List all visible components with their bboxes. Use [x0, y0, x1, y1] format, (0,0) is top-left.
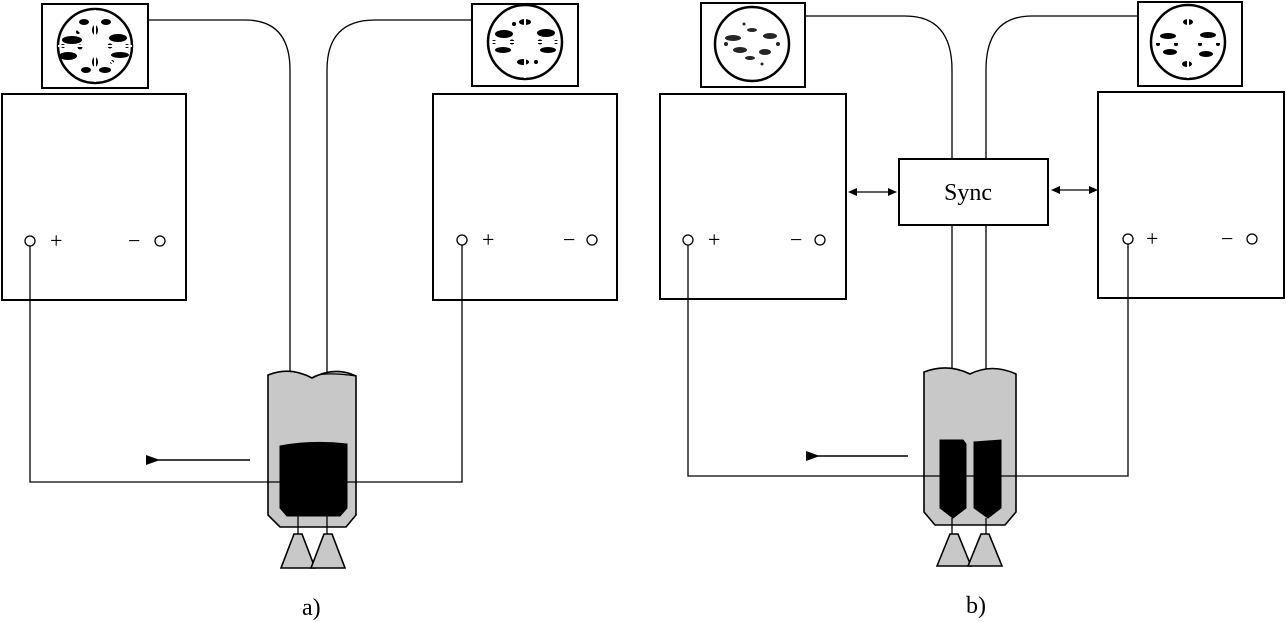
minus-label: − [128, 228, 140, 253]
monitor-left [41, 3, 149, 89]
negative-terminal-icon [814, 234, 826, 246]
power-source-body [659, 93, 847, 300]
plus-label: + [50, 228, 62, 253]
nozzle-left-icon [935, 533, 973, 567]
plus-label: + [482, 227, 494, 252]
power-source-body [432, 93, 618, 301]
nozzle-left-icon [279, 533, 317, 569]
monitor-right [471, 3, 579, 87]
minus-label: − [790, 227, 802, 252]
nozzle-right-icon [966, 533, 1004, 567]
current-circuit [687, 244, 1129, 477]
positive-terminal-icon [24, 235, 36, 247]
sync-unit: Sync [848, 158, 1098, 226]
panel-b: + − [659, 1, 1285, 619]
positive-terminal-icon [682, 234, 694, 246]
negative-terminal-icon [586, 234, 598, 246]
panel-a: + − [1, 3, 618, 621]
weld-pool [279, 441, 348, 517]
monitor-cable-right [985, 15, 1138, 515]
power-source-body [1, 93, 187, 301]
negative-terminal-icon [1246, 233, 1258, 245]
speckle-pattern-icon [724, 22, 780, 66]
weld-pool-right [973, 439, 1002, 519]
positive-terminal-icon [456, 234, 468, 246]
plus-label: + [708, 227, 720, 252]
welding-torch [267, 370, 357, 569]
double-arrow-icon [1051, 186, 1098, 194]
speckle-pattern-icon [1154, 8, 1222, 78]
positive-terminal-icon [1122, 233, 1134, 245]
double-arrow-icon [848, 188, 897, 196]
monitor-cable-right [326, 19, 472, 470]
power-source-right: + − [432, 93, 618, 301]
torch-body [923, 367, 1017, 526]
weld-pool-left [939, 439, 967, 519]
speckle-pattern-icon [58, 10, 132, 82]
monitor-right [1137, 1, 1243, 87]
power-source-left: + − [659, 93, 847, 300]
power-source-left: + − [1, 93, 187, 301]
sync-box [898, 158, 1049, 226]
monitor-cable-left [148, 19, 291, 470]
negative-terminal-icon [154, 235, 166, 247]
monitor-speckle-icon [713, 5, 791, 83]
power-source-right: + − [1097, 91, 1285, 299]
monitor-cable-left [805, 15, 953, 515]
minus-label: − [563, 227, 575, 252]
minus-label: − [1221, 226, 1233, 251]
panel-label-a: a) [302, 595, 321, 621]
monitor-left [700, 2, 806, 88]
plus-label: + [1146, 226, 1158, 251]
power-source-body [1097, 91, 1285, 299]
nozzle-right-icon [309, 533, 347, 569]
speckle-pattern-icon [490, 8, 560, 78]
welding-torch [923, 367, 1017, 567]
current-circuit [29, 245, 463, 483]
sync-label: Sync [944, 180, 992, 206]
panel-label-b: b) [966, 593, 986, 619]
